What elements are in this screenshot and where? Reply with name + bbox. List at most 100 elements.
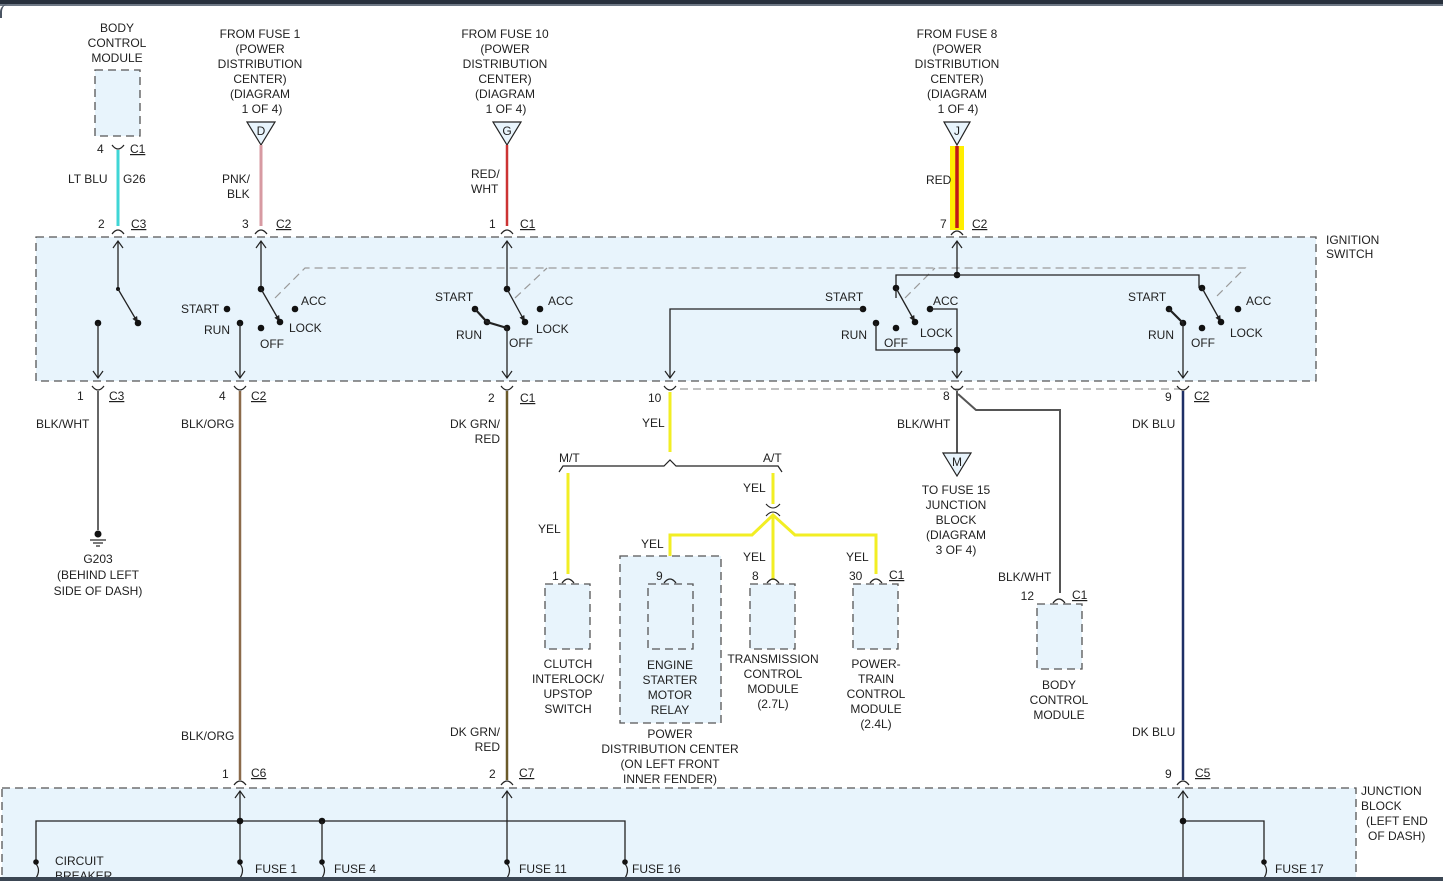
wire-label-blk: BLK — [227, 187, 250, 201]
pos-e-off: OFF — [1191, 336, 1215, 350]
sw-c-jumper — [474, 308, 508, 330]
pos-d-start: START — [825, 290, 864, 304]
fuse-label-17: FUSE 17 — [1275, 862, 1324, 876]
module-label-pcm-0: POWER- — [851, 657, 900, 671]
fuse1-source: FROM FUSE 1 (POWER DISTRIBUTION CENTER) … — [218, 27, 302, 147]
fuse-contact-3 — [504, 859, 510, 865]
switch-connector-c2-a: C2 — [276, 217, 292, 231]
arrow-d-down — [951, 370, 963, 380]
junction-conn-C6: C6 — [251, 766, 267, 780]
ground-label-2: SIDE OF DASH) — [54, 584, 143, 598]
fuse8-label-6: 1 OF 4) — [938, 102, 979, 116]
lower-conn-c3: C3 — [109, 389, 125, 403]
arrow-e-down — [1177, 370, 1189, 380]
pos-d-lock: LOCK — [920, 326, 953, 340]
junction-conn-C5: C5 — [1195, 766, 1211, 780]
wire-label-red-1: RED — [475, 432, 501, 446]
bcm-top-box — [94, 69, 141, 137]
fuse10-source: FROM FUSE 10 (POWER DISTRIBUTION CENTER)… — [461, 27, 549, 147]
switch-pin-3: 3 — [242, 217, 249, 231]
module-label-tcm-1: CONTROL — [744, 667, 803, 681]
pdc-label-3: INNER FENDER) — [623, 772, 717, 786]
cap-lower-9 — [1176, 385, 1190, 391]
module-pin-bcm-bottom: 12 — [1021, 589, 1035, 603]
module-conn-pcm: C1 — [889, 568, 905, 582]
window-bottom-bar — [0, 877, 1443, 881]
wire-label-blk-org-2: BLK/ORG — [181, 729, 234, 743]
module-box-tcm — [749, 583, 796, 650]
module-label-pcm-4: (2.4L) — [860, 717, 891, 731]
marker-d: D — [257, 124, 266, 138]
ground-label-0: G203 — [83, 552, 113, 566]
module-label-clutch-0: CLUTCH — [544, 657, 593, 671]
module-pin-tcm: 8 — [752, 569, 759, 583]
window-top-border-shadow — [0, 4, 1443, 6]
switch-connector-c2-b: C2 — [972, 217, 988, 231]
fuse15-label-4: 3 OF 4) — [936, 543, 977, 557]
fuse1-label-5: (DIAGRAM — [230, 87, 290, 101]
wire-label-dk-blu-2: DK BLU — [1132, 725, 1175, 739]
switch-cap-c2-b — [950, 230, 964, 236]
wire-label-blk-wht-1: BLK/WHT — [36, 417, 90, 431]
bcm-connector-cap — [111, 144, 125, 150]
wire-label-yel-tcm: YEL — [743, 550, 766, 564]
wire-label-yel-mt: YEL — [538, 522, 561, 536]
junction-block-label-2: BLOCK — [1361, 799, 1402, 813]
fuse-element-1 — [239, 863, 244, 879]
ignition-switch-label-1: IGNITION — [1326, 233, 1379, 247]
lower-pin-1: 1 — [77, 389, 84, 403]
module-cap-pcm — [869, 578, 883, 584]
junction-pin-1: 1 — [222, 767, 229, 781]
switch-pin-2-c3: 2 — [98, 217, 105, 231]
pos-c-run: RUN — [456, 328, 482, 342]
wire-label-dk-grn-2: DK GRN/ — [450, 725, 501, 739]
fuse10-label-6: 1 OF 4) — [486, 102, 527, 116]
sw-d-start-route — [669, 308, 863, 378]
fuse8-label-5: (DIAGRAM — [927, 87, 987, 101]
fuse10-label-3: DISTRIBUTION — [463, 57, 548, 71]
fuse8-source: FROM FUSE 8 (POWER DISTRIBUTION CENTER) … — [915, 27, 999, 147]
cap-lower-10 — [663, 385, 677, 391]
sw-c-lock — [521, 318, 529, 326]
lower-conn-c2-b: C2 — [1194, 389, 1210, 403]
pdc-label-2: (ON LEFT FRONT — [620, 757, 720, 771]
sw-b-start — [223, 305, 231, 313]
fuse10-label-5: (DIAGRAM — [475, 87, 535, 101]
ignition-switch-label-2: SWITCH — [1326, 247, 1373, 261]
wire-label-red: RED/ — [471, 167, 500, 181]
arrow-d-start-down — [664, 370, 676, 380]
fuse1-label-6: 1 OF 4) — [242, 102, 283, 116]
switch-cap-c3 — [111, 229, 125, 235]
module-conn-bcm-bottom: C1 — [1072, 588, 1088, 602]
module-box-starter-relay — [647, 583, 694, 650]
fuse-contact-1 — [237, 859, 243, 865]
switch-linkage-3 — [904, 267, 936, 299]
junction-pin-9: 9 — [1165, 767, 1172, 781]
switch-cap-c1 — [500, 229, 514, 235]
sw-b-acc — [291, 305, 299, 313]
pos-b-off: OFF — [260, 337, 284, 351]
jb-node-1 — [236, 817, 244, 825]
sw-d-lock — [911, 318, 919, 326]
sw-e-jumper — [1168, 308, 1184, 324]
pdc-label-0: POWER — [647, 727, 693, 741]
wire-label-pnk: PNK/ — [222, 172, 251, 186]
module-label-pcm-3: MODULE — [850, 702, 901, 716]
module-label-clutch-1: INTERLOCK/ — [532, 672, 605, 686]
module-label-starter-relay-2: MOTOR — [648, 688, 693, 702]
pos-e-start: START — [1128, 290, 1167, 304]
bcm-pin-4: 4 — [97, 142, 104, 156]
module-label-clutch-3: SWITCH — [544, 702, 591, 716]
module-box-clutch — [544, 583, 591, 650]
pos-e-lock: LOCK — [1230, 326, 1263, 340]
fuse-label-11: FUSE 11 — [519, 862, 567, 876]
module-label-pcm-1: TRAIN — [858, 672, 894, 686]
lower-pin-9: 9 — [1165, 390, 1172, 404]
pos-c-start: START — [435, 290, 474, 304]
fuse1-label-4: CENTER) — [233, 72, 286, 86]
fuse10-label-2: (POWER — [480, 42, 530, 56]
window-corner — [0, 4, 10, 18]
inline-connector — [765, 503, 781, 517]
fuse8-label-4: CENTER) — [930, 72, 983, 86]
sw-b-lock — [276, 318, 284, 326]
